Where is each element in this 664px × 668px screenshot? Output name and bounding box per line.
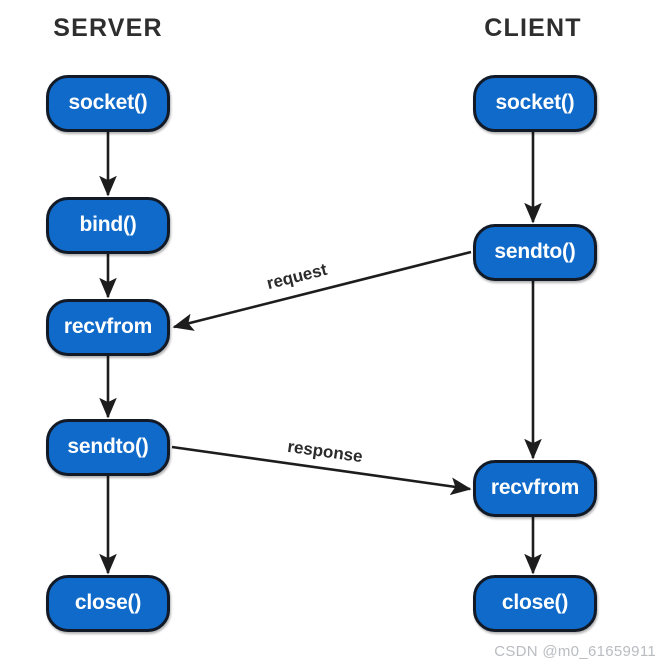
node-label: recvfrom xyxy=(490,476,580,499)
edges-group xyxy=(99,132,542,575)
column-header-server: SERVER xyxy=(53,14,163,42)
node-client-close[interactable]: close() xyxy=(473,575,597,632)
edge-e-request xyxy=(172,250,472,331)
node-label: socket() xyxy=(68,91,148,114)
node-label: bind() xyxy=(79,213,137,236)
node-label: close() xyxy=(501,591,569,614)
edge-e-response xyxy=(171,445,472,496)
node-server-recvfrom[interactable]: recvfrom xyxy=(46,299,170,356)
node-server-socket[interactable]: socket() xyxy=(46,75,170,132)
node-client-socket[interactable]: socket() xyxy=(473,75,597,132)
node-client-sendto[interactable]: sendto() xyxy=(473,224,597,281)
node-label: sendto() xyxy=(494,240,576,263)
node-label: close() xyxy=(74,591,142,614)
node-label: sendto() xyxy=(67,435,149,458)
node-label: socket() xyxy=(495,91,575,114)
node-server-close[interactable]: close() xyxy=(46,575,170,632)
node-label: recvfrom xyxy=(63,315,153,338)
node-server-sendto[interactable]: sendto() xyxy=(46,419,170,476)
column-header-client: CLIENT xyxy=(484,14,582,42)
watermark: CSDN @m0_61659911 xyxy=(494,643,656,660)
node-client-recvfrom[interactable]: recvfrom xyxy=(473,460,597,517)
node-server-bind[interactable]: bind() xyxy=(46,197,170,254)
